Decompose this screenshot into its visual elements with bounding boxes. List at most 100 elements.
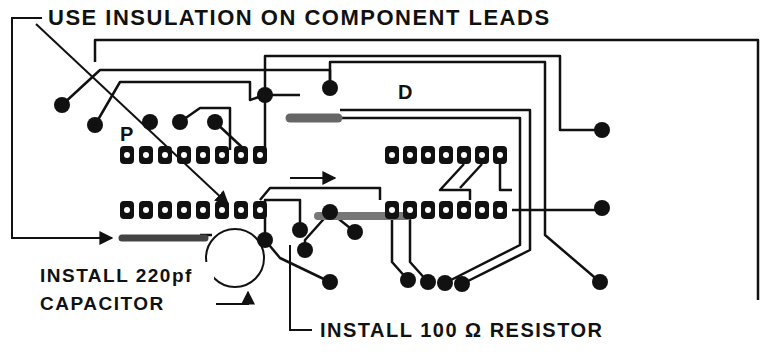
- pin-hole: [162, 207, 168, 213]
- ic-pin: [475, 201, 489, 219]
- ic-pin: [421, 201, 435, 219]
- board-outline: [95, 40, 758, 300]
- trace: [500, 164, 512, 190]
- pin-body: [403, 201, 417, 219]
- pin-hole: [479, 152, 485, 158]
- solder-pad: [297, 242, 313, 258]
- ic-pin: [253, 201, 267, 219]
- trace: [340, 110, 530, 284]
- pin-hole: [124, 152, 130, 158]
- solder-pad: [172, 114, 188, 130]
- pin-body: [215, 146, 229, 164]
- pin-hole: [257, 152, 263, 158]
- trace: [265, 240, 330, 282]
- ic-pin: [120, 146, 134, 164]
- trace: [62, 70, 330, 105]
- pin-hole: [497, 207, 503, 213]
- ic-pin: [403, 146, 417, 164]
- pin-body: [139, 146, 153, 164]
- pin-body: [177, 201, 191, 219]
- solder-pad: [87, 117, 103, 133]
- pin-body: [493, 146, 507, 164]
- pin-body: [196, 146, 210, 164]
- leader-line: [12, 18, 112, 238]
- ic-pin: [475, 146, 489, 164]
- pin-hole: [461, 207, 467, 213]
- pin-hole: [219, 152, 225, 158]
- ic-pin: [253, 146, 267, 164]
- pin-hole: [181, 207, 187, 213]
- solder-pad: [437, 275, 453, 291]
- jumper-lead: [290, 114, 338, 123]
- pin-hole: [443, 152, 449, 158]
- pin-hole: [219, 207, 225, 213]
- solder-pad: [207, 114, 223, 130]
- ic-pin: [196, 201, 210, 219]
- pin-hole: [461, 152, 467, 158]
- pin-hole: [425, 207, 431, 213]
- pin-body: [493, 201, 507, 219]
- pin-hole: [425, 152, 431, 158]
- pin-body: [421, 146, 435, 164]
- pin-hole: [200, 207, 206, 213]
- solder-pad: [594, 200, 610, 216]
- pin-body: [120, 146, 134, 164]
- pin-hole: [200, 152, 206, 158]
- ic-pin: [457, 146, 471, 164]
- ic-pin: [439, 146, 453, 164]
- ic-pin: [493, 146, 507, 164]
- pin-body: [457, 146, 471, 164]
- solder-pad: [322, 274, 338, 290]
- ic-pin: [493, 201, 507, 219]
- pin-hole: [257, 207, 263, 213]
- pin-body: [385, 201, 399, 219]
- solder-pad: [592, 274, 608, 290]
- pin-body: [439, 146, 453, 164]
- pin-body: [385, 146, 399, 164]
- ic-label: D: [396, 80, 416, 104]
- leader-line: [216, 292, 248, 304]
- ic-pin: [403, 201, 417, 219]
- solder-pad: [400, 272, 416, 288]
- pin-body: [253, 146, 267, 164]
- pin-hole: [389, 152, 395, 158]
- trace: [260, 188, 380, 200]
- leader-line: [290, 245, 312, 330]
- pin-body: [403, 146, 417, 164]
- ic-pin: [120, 201, 134, 219]
- insulated-lead: [122, 235, 205, 242]
- trace: [392, 218, 408, 280]
- ic-pin: [177, 201, 191, 219]
- pin-hole: [124, 207, 130, 213]
- ic-pin: [234, 201, 248, 219]
- ic-pin: [385, 201, 399, 219]
- pin-body: [457, 201, 471, 219]
- solder-pad: [454, 276, 470, 292]
- solder-pad: [322, 204, 338, 220]
- solder-pad: [257, 87, 273, 103]
- pin-body: [475, 146, 489, 164]
- leader-line: [290, 177, 335, 179]
- pin-hole: [389, 207, 395, 213]
- note: INSTALL 220pf CAPACITOR: [38, 262, 214, 317]
- trace: [330, 62, 600, 282]
- ic-pin: [196, 146, 210, 164]
- pin-hole: [238, 152, 244, 158]
- pin-hole: [443, 207, 449, 213]
- pin-body: [139, 201, 153, 219]
- ic-pin: [421, 146, 435, 164]
- ic-pin: [234, 146, 248, 164]
- trace: [264, 95, 267, 150]
- pin-body: [234, 201, 248, 219]
- pin-body: [234, 146, 248, 164]
- ic-pin: [177, 146, 191, 164]
- solder-pad: [322, 80, 338, 96]
- pin-hole: [143, 207, 149, 213]
- pin-body: [120, 201, 134, 219]
- pin-hole: [162, 152, 168, 158]
- pin-hole: [407, 152, 413, 158]
- capacitor-symbol: [206, 229, 264, 287]
- ic-pin: [457, 201, 471, 219]
- note: USE INSULATION ON COMPONENT LEADS: [46, 5, 553, 31]
- pin-hole: [143, 152, 149, 158]
